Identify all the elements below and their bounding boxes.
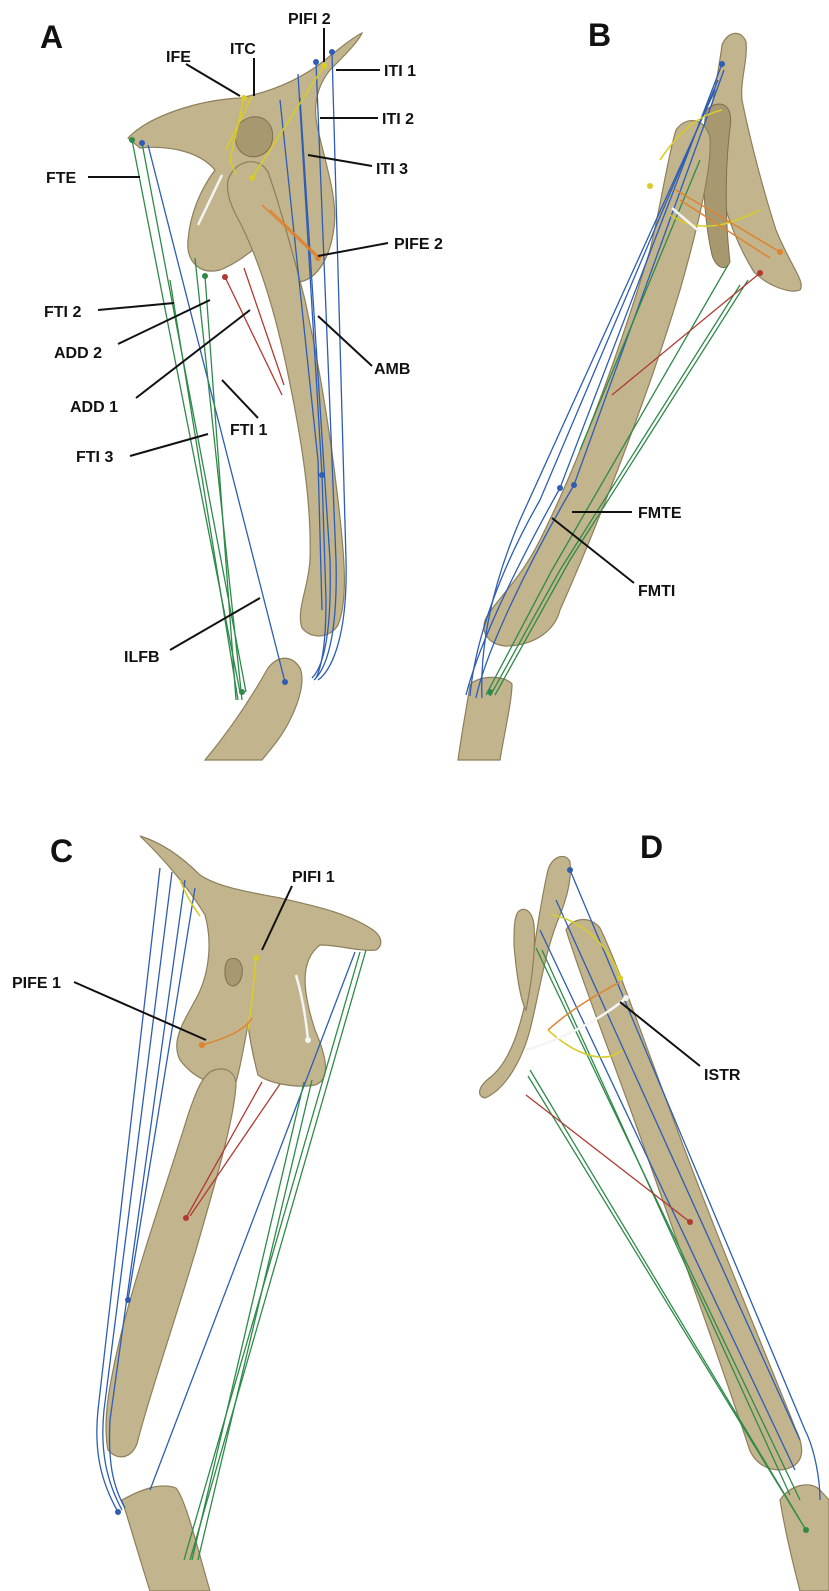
label-ife: IFE [166,49,191,66]
panel-d-attachment-dot [803,1527,809,1533]
label-iti-1: ITI 1 [384,63,416,80]
panel-c-attachment-dot [305,1037,311,1043]
panel-a-attachment-dot [241,95,247,101]
label-fti-3: FTI 3 [76,449,113,466]
label-pifi-2: PIFI 2 [288,11,331,28]
panel-b-tibia [458,677,512,760]
panel-a-letter: A [40,19,63,55]
panel-d-attachment-dot [617,975,623,981]
panel-b-attachment-dot [557,485,563,491]
label-fmti: FMTI [638,583,675,600]
label-add-2: ADD 2 [54,345,102,362]
panel-a-attachment-dot [249,175,255,181]
panel-d-attachment-dot [623,995,629,1001]
leader-line [98,303,174,310]
panel-b-attachment-dot [757,270,763,276]
leader-line [222,380,258,418]
panel-d-attachment-dot [567,867,573,873]
label-pife-2: PIFE 2 [394,236,443,253]
label-iti-2: ITI 2 [382,111,414,128]
label-pifi-1: PIFI 1 [292,869,335,886]
panel-c-pelvis-hole [225,958,242,986]
panel-a-attachment-dot [139,140,145,146]
label-add-1: ADD 1 [70,399,118,416]
panel-c-attachment-dot [253,955,259,961]
panel-b-attachment-dot [647,183,653,189]
panel-c-attachment-dot [115,1509,121,1515]
panel-d-labels: ISTR [704,1067,741,1084]
panel-a-attachment-dot [222,274,228,280]
panel-d-letter: D [640,829,663,865]
panel-d: D IST [480,829,829,1591]
panel-b-attachment-dot [719,61,725,67]
panel-a-attachment-dot [329,49,335,55]
panel-b-letter: B [588,17,611,53]
leader-line [170,598,260,650]
panel-c-letter: C [50,833,73,869]
panel-a-attachment-dot [313,59,319,65]
label-fti-2: FTI 2 [44,304,81,321]
label-iti-3: ITI 3 [376,161,408,178]
label-amb: AMB [374,361,410,378]
leader-line [74,982,206,1040]
panel-b-attachment-dot [777,249,783,255]
label-fte: FTE [46,170,77,187]
label-istr: ISTR [704,1067,741,1084]
panel-a-tibia [205,658,302,760]
panel-c-attachment-dot [199,1042,205,1048]
panel-d-muscle-line [556,900,800,1440]
leader-line [318,316,372,366]
panel-a-attachment-dot [239,689,245,695]
panel-c-attachment-dot [183,1215,189,1221]
panel-a-attachment-dot [129,137,135,143]
panel-a-attachment-dot [321,63,327,69]
label-fmte: FMTE [638,505,682,522]
panel-b-pelvis-rim [703,104,731,268]
label-fti-1: FTI 1 [230,422,267,439]
label-pife-1: PIFE 1 [12,975,61,992]
panel-d-muscle-line [542,950,790,1495]
panel-a-acetabulum [235,117,272,157]
panel-c-pelvis [140,836,381,1086]
leader-line [186,64,240,96]
label-ilfb: ILFB [124,649,160,666]
panel-b-attachment-dot [487,689,493,695]
panel-a-attachment-dot [282,679,288,685]
panel-c-femur [106,1069,236,1457]
panel-b-attachment-dot [571,482,577,488]
panel-a-attachment-dot [319,472,325,478]
panel-c-attachment-dot [125,1297,131,1303]
label-itc: ITC [230,41,256,58]
panel-a-attachment-dot [202,273,208,279]
panel-d-muscle-line [540,930,795,1470]
panel-d-attachment-dot [687,1219,693,1225]
panel-a-fti-line [205,276,236,700]
panel-b: B [458,17,801,760]
panel-c: C [12,833,381,1591]
panel-a: A [40,11,443,760]
panel-b-labels: FMTE FMTI [638,505,682,600]
